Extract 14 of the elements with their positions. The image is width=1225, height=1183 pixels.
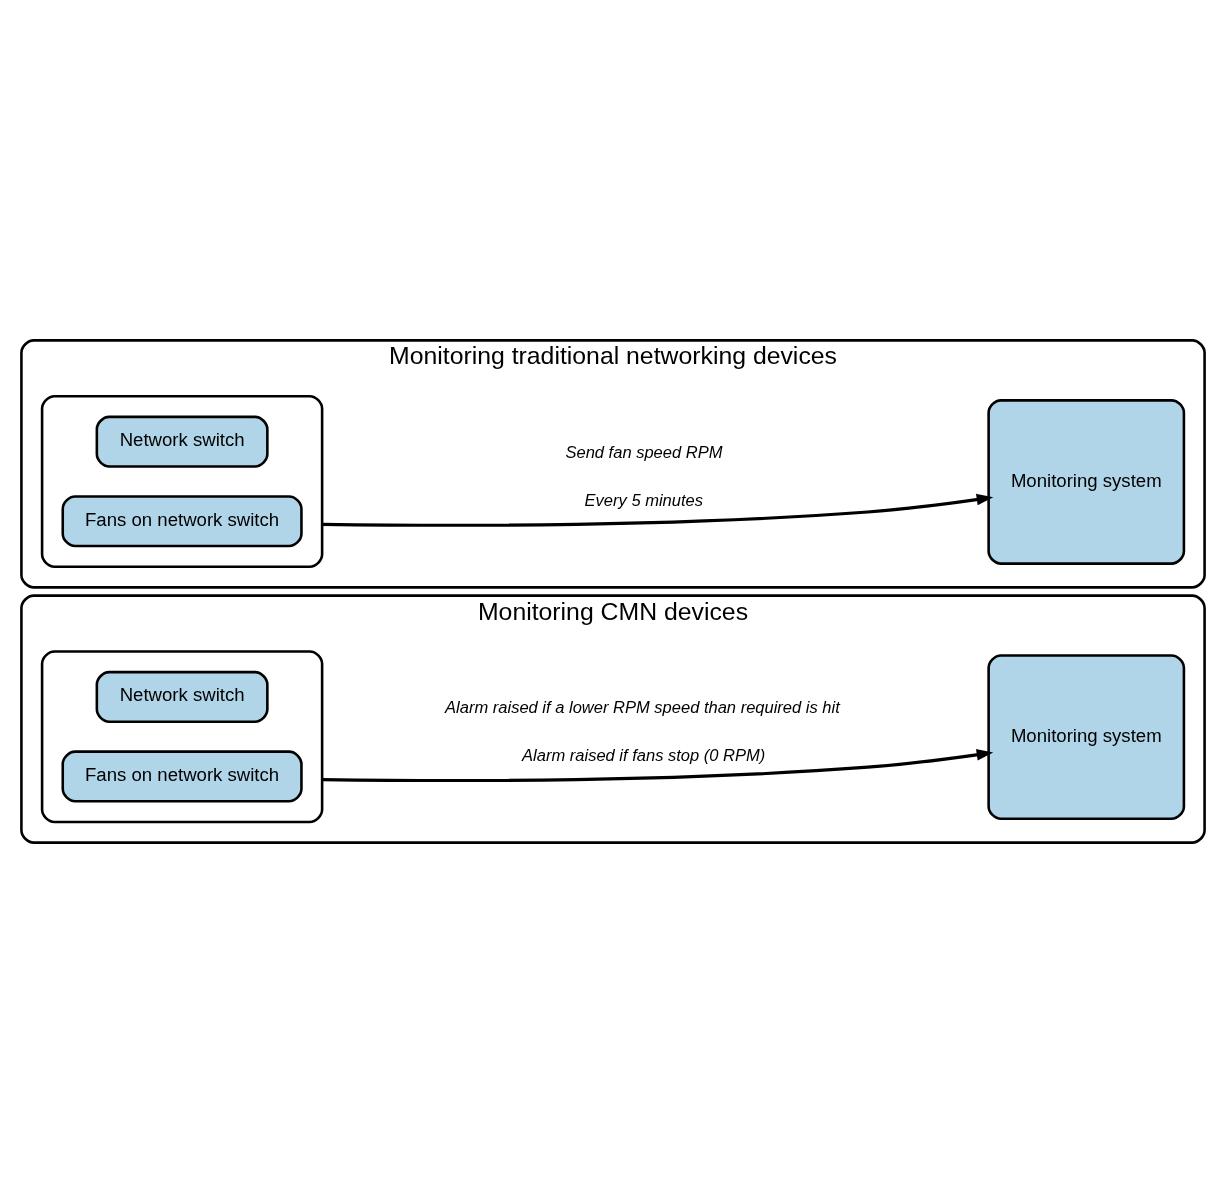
cluster bbox=[40, 650, 323, 824]
arrow bbox=[321, 749, 993, 782]
edge-label: Every 5 minutes bbox=[584, 490, 703, 510]
edge-label: Alarm raised if fans stop (0 RPM) bbox=[521, 745, 765, 765]
node-box: Fans on network switch bbox=[60, 495, 303, 548]
label: Alarm raised if a lower RPM speed than required is hit bbox=[444, 698, 840, 718]
cluster bbox=[40, 394, 323, 568]
node-box: Monitoring system bbox=[986, 399, 1185, 565]
arrow bbox=[321, 493, 993, 527]
node-box: Monitoring system bbox=[986, 654, 1185, 821]
node-box: Network switch bbox=[95, 415, 269, 468]
node-box: Network switch bbox=[95, 670, 269, 723]
label: Send fan speed RPM bbox=[564, 442, 722, 462]
node-box: Fans on network switch bbox=[60, 750, 303, 803]
